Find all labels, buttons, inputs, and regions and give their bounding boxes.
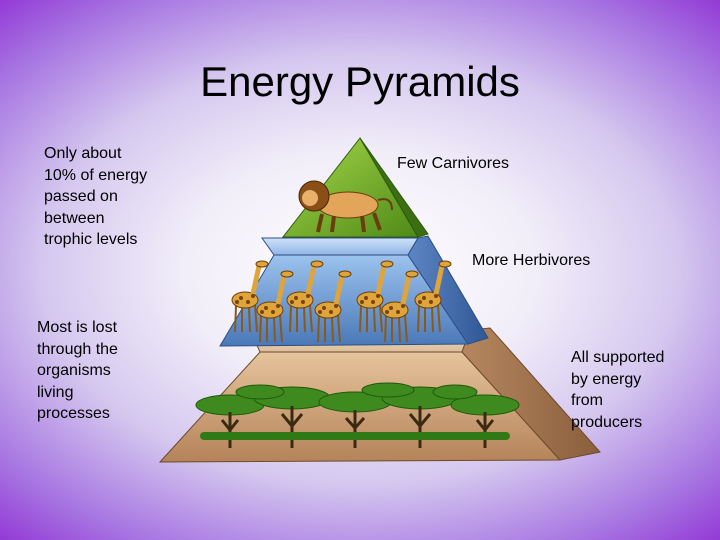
producers-label: All supported by energy from producers	[571, 349, 665, 431]
giraffe	[286, 260, 324, 333]
giraffe	[256, 270, 294, 343]
producer-tier	[158, 327, 601, 463]
lion	[298, 180, 393, 233]
giraffe	[414, 260, 452, 333]
giraffe	[356, 260, 394, 333]
carnivores-label: Few Carnivores	[397, 155, 510, 172]
energy-transfer-note: Only about 10% of energy passed on betwe…	[44, 145, 148, 248]
giraffe-group	[231, 260, 452, 343]
tree-trunks	[220, 406, 495, 448]
slide-title: Energy Pyramids	[200, 58, 520, 105]
energy-loss-note: Most is lost through the organisms livin…	[37, 319, 118, 422]
carnivore-tier	[281, 137, 429, 238]
grass	[200, 432, 510, 440]
giraffe	[314, 270, 352, 343]
herbivores-label: More Herbivores	[472, 252, 591, 269]
herbivore-tier	[219, 235, 489, 347]
giraffe	[381, 270, 419, 343]
giraffe	[231, 260, 269, 333]
tree-canopy	[195, 382, 520, 416]
